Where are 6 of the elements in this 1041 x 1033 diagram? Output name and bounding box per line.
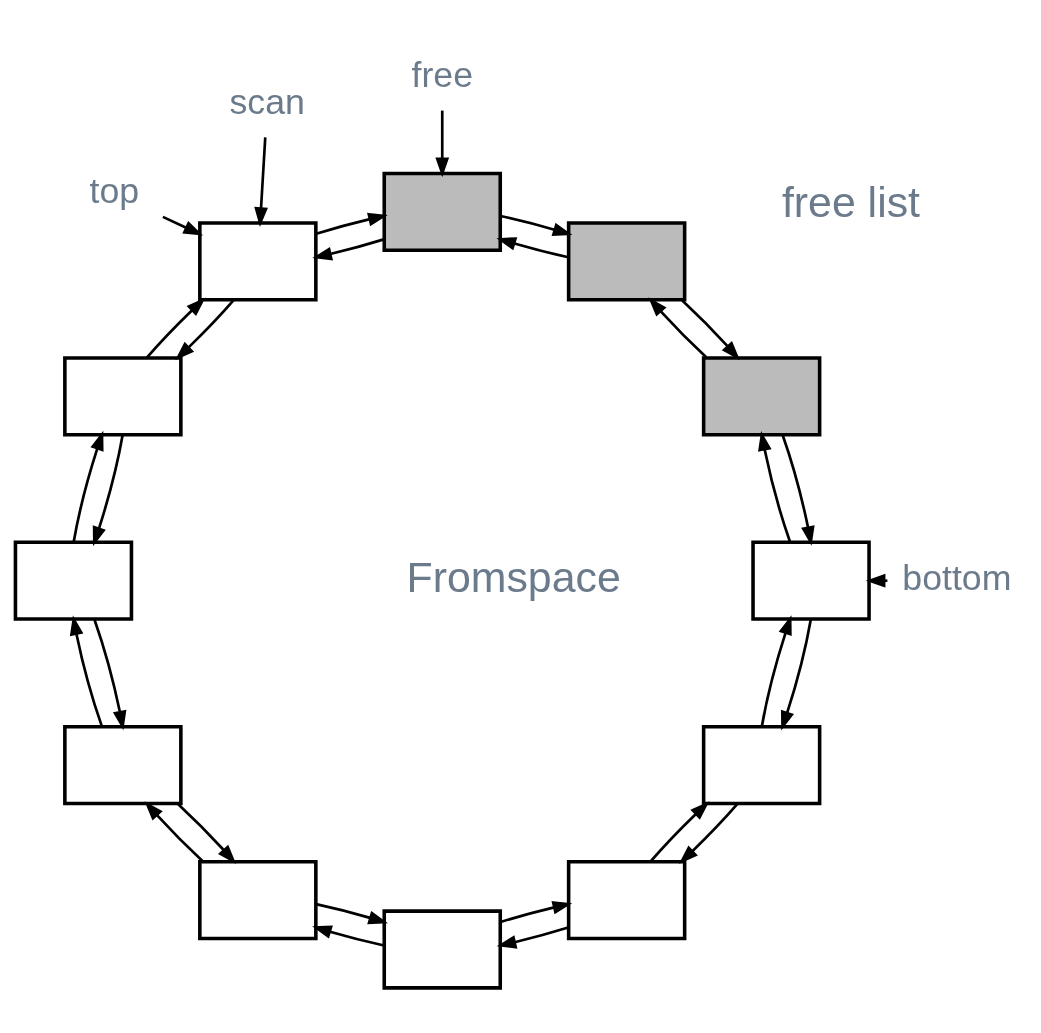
node-text: scan — [229, 81, 305, 122]
label: free list — [781, 177, 920, 226]
node-text: bottom — [902, 557, 1012, 598]
label: Fromspace — [406, 552, 621, 601]
node-text: free — [411, 54, 473, 95]
node-text: top — [89, 170, 140, 211]
